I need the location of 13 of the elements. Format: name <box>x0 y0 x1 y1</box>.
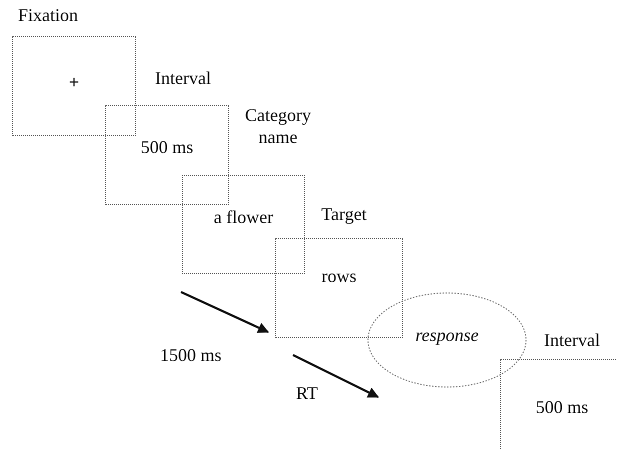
stimulus-text: 500 ms <box>140 136 194 158</box>
frame-heading: Target <box>320 203 368 225</box>
duration-label: RT <box>296 382 318 404</box>
frame-heading: Fixation <box>16 4 79 26</box>
stimulus-text: 500 ms <box>534 396 590 418</box>
response-text: response <box>415 324 479 346</box>
stimulus-text: + <box>68 71 80 93</box>
stimulus-text: a flower <box>214 206 274 228</box>
stimulus-text: rows <box>322 265 356 287</box>
frame-heading: Interval <box>543 329 601 351</box>
frame-heading: Interval <box>154 67 212 89</box>
frame-heading: Category name <box>244 104 312 148</box>
duration-label: 1500 ms <box>160 344 222 366</box>
